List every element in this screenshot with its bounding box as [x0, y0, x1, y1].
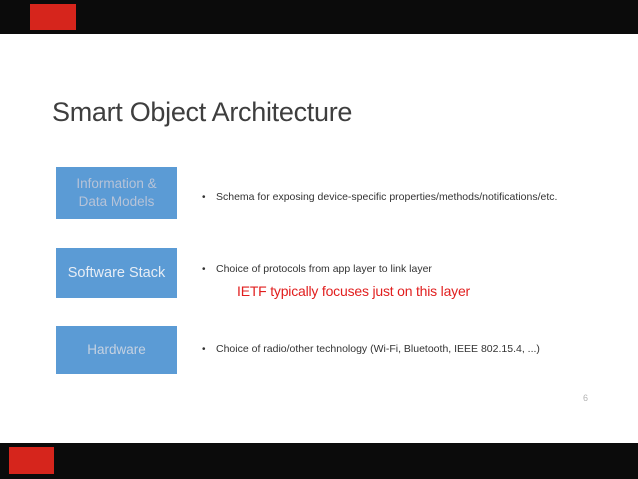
bullet-row-software: • Choice of protocols from app layer to … [202, 262, 432, 277]
bullet-row-information: • Schema for exposing device-specific pr… [202, 190, 557, 205]
layer-box-label-line2: Data Models [78, 194, 155, 209]
page-number: 6 [583, 393, 589, 403]
bottom-letterbox-bar [0, 443, 638, 479]
slide-title: Smart Object Architecture [52, 97, 353, 127]
layer-box-label-line1: Software Stack [67, 265, 166, 281]
layer-box-software-stack: Software Stack [56, 248, 177, 298]
bullet-text-hardware: Choice of radio/other technology (Wi-Fi,… [216, 343, 540, 355]
layer-box-label-line1: Information & [76, 176, 157, 191]
bullet-dot-icon: • [202, 264, 206, 275]
layer-box-hardware: Hardware [56, 326, 177, 374]
ietf-emphasis-note: IETF typically focuses just on this laye… [237, 283, 470, 299]
layer-box-information-data-models: Information & Data Models [56, 167, 177, 219]
red-brand-mark-top [30, 4, 76, 30]
bullet-dot-icon: • [202, 344, 206, 355]
layer-box-label-line1: Hardware [87, 342, 146, 357]
bullet-text-information: Schema for exposing device-specific prop… [216, 191, 558, 203]
bullet-text-software: Choice of protocols from app layer to li… [216, 263, 432, 275]
bullet-dot-icon: • [202, 192, 206, 203]
bullet-row-hardware: • Choice of radio/other technology (Wi-F… [202, 342, 540, 357]
red-brand-mark-bottom [9, 447, 54, 474]
top-letterbox-bar [0, 0, 638, 34]
